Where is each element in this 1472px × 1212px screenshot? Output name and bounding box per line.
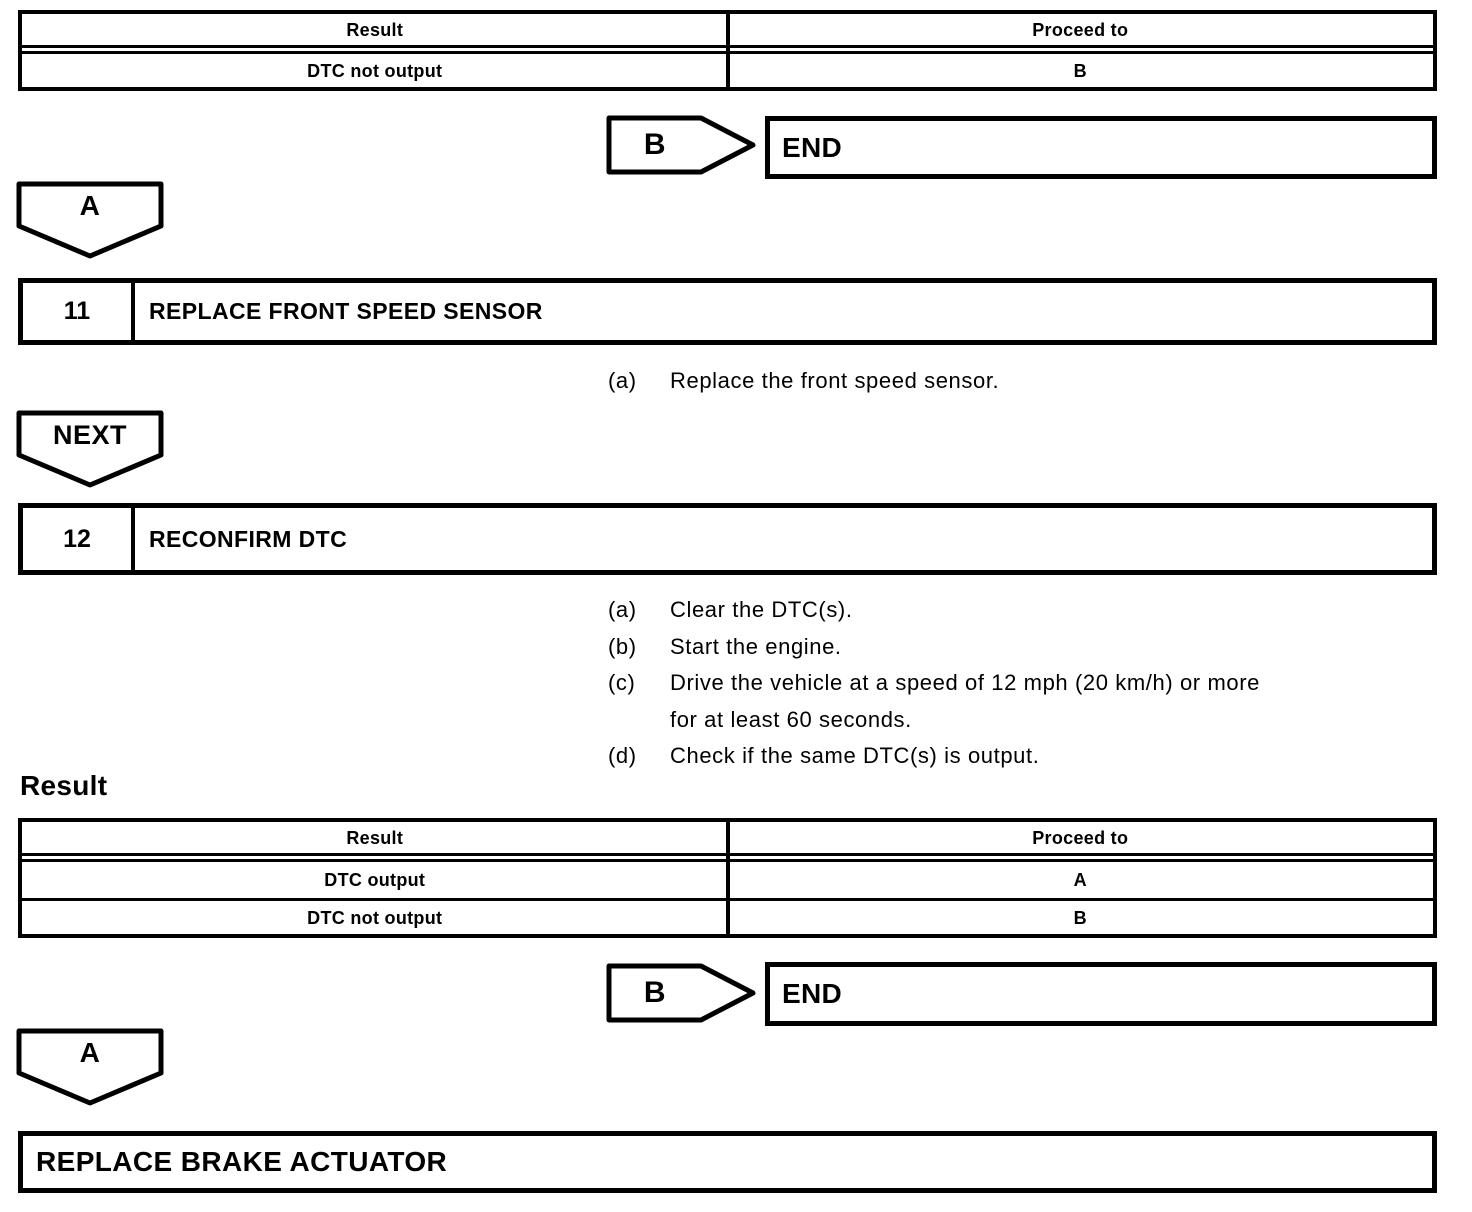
item-label: (a): [608, 597, 637, 622]
replace-brake-actuator-box: REPLACE BRAKE ACTUATOR: [18, 1131, 1437, 1193]
step-12-header: 12 RECONFIRM DTC: [18, 503, 1437, 575]
final-step-title: REPLACE BRAKE ACTUATOR: [36, 1146, 448, 1177]
instruction-item: (b) Start the engine.: [608, 629, 1438, 666]
connector-letter: B: [643, 976, 667, 1009]
item-text: Start the engine.: [670, 633, 842, 659]
connector-a-2: A: [16, 1028, 164, 1106]
item-label: (d): [608, 743, 637, 768]
step-number: 11: [23, 283, 135, 340]
connector-b-2: B: [606, 963, 756, 1023]
item-label: (a): [608, 368, 637, 393]
column-header-proceed-to: Proceed to: [1032, 19, 1129, 40]
step-number: 12: [23, 508, 135, 570]
connector-b-1: B: [606, 115, 756, 175]
instruction-item: (d) Check if the same DTC(s) is output.: [608, 738, 1438, 775]
instruction-item: (c) Drive the vehicle at a speed of 12 m…: [608, 665, 1438, 738]
column-header-result: Result: [346, 19, 404, 40]
proceed-cell: B: [1073, 907, 1087, 928]
column-header-result: Result: [346, 827, 404, 848]
item-label: (b): [608, 633, 637, 659]
proceed-cell: B: [1073, 60, 1087, 81]
end-box-1: END: [765, 116, 1437, 179]
table-column-divider: [725, 14, 730, 87]
table-header-row: Result Proceed to: [22, 822, 1433, 853]
connector-a-1: A: [16, 181, 164, 259]
item-text: Clear the DTC(s).: [670, 597, 853, 622]
step-title: REPLACE FRONT SPEED SENSOR: [149, 298, 543, 324]
right-arrow-pentagon-icon: [606, 963, 756, 1023]
item-label: (c): [608, 670, 636, 695]
step-title: RECONFIRM DTC: [149, 525, 348, 552]
down-pentagon-icon: [16, 181, 164, 259]
item-text-line: for at least 60 seconds.: [670, 706, 912, 732]
end-box-2: END: [765, 962, 1437, 1026]
down-pentagon-icon: [16, 1028, 164, 1106]
column-header-proceed-to: Proceed to: [1032, 827, 1129, 848]
step-11-instructions: (a) Replace the front speed sensor.: [608, 363, 1428, 400]
instruction-item: (a) Clear the DTC(s).: [608, 592, 1438, 629]
table-row: DTC not output B: [22, 901, 1433, 934]
result-section-heading: Result: [20, 770, 108, 801]
down-pentagon-icon: [16, 410, 164, 488]
table-header-row: Result Proceed to: [22, 14, 1433, 45]
result-table-bottom: Result Proceed to DTC output A DTC not o…: [18, 818, 1437, 938]
connector-label: NEXT: [52, 419, 127, 450]
proceed-cell: A: [1073, 870, 1087, 890]
result-cell: DTC not output: [307, 907, 443, 928]
table-row: DTC output A: [22, 862, 1433, 898]
connector-letter: A: [79, 1037, 101, 1068]
end-label: END: [782, 131, 843, 163]
table-row: DTC not output B: [22, 54, 1433, 87]
right-arrow-pentagon-icon: [606, 115, 756, 175]
item-text: Check if the same DTC(s) is output.: [670, 743, 1040, 768]
connector-letter: B: [643, 128, 667, 161]
result-table-top: Result Proceed to DTC not output B: [18, 10, 1437, 91]
item-text: Drive the vehicle at a speed of 12 mph (…: [670, 665, 1438, 738]
step-12-instructions: (a) Clear the DTC(s). (b) Start the engi…: [608, 592, 1438, 775]
instruction-item: (a) Replace the front speed sensor.: [608, 363, 1428, 400]
result-cell: DTC output: [324, 870, 426, 890]
item-text-line: Drive the vehicle at a speed of 12 mph (…: [670, 670, 1260, 695]
table-column-divider: [725, 822, 730, 934]
item-text: Replace the front speed sensor.: [670, 368, 1000, 393]
result-cell: DTC not output: [307, 60, 443, 81]
end-label: END: [782, 978, 843, 1009]
step-11-header: 11 REPLACE FRONT SPEED SENSOR: [18, 278, 1437, 345]
connector-letter: A: [79, 190, 101, 221]
connector-next: NEXT: [16, 410, 164, 488]
